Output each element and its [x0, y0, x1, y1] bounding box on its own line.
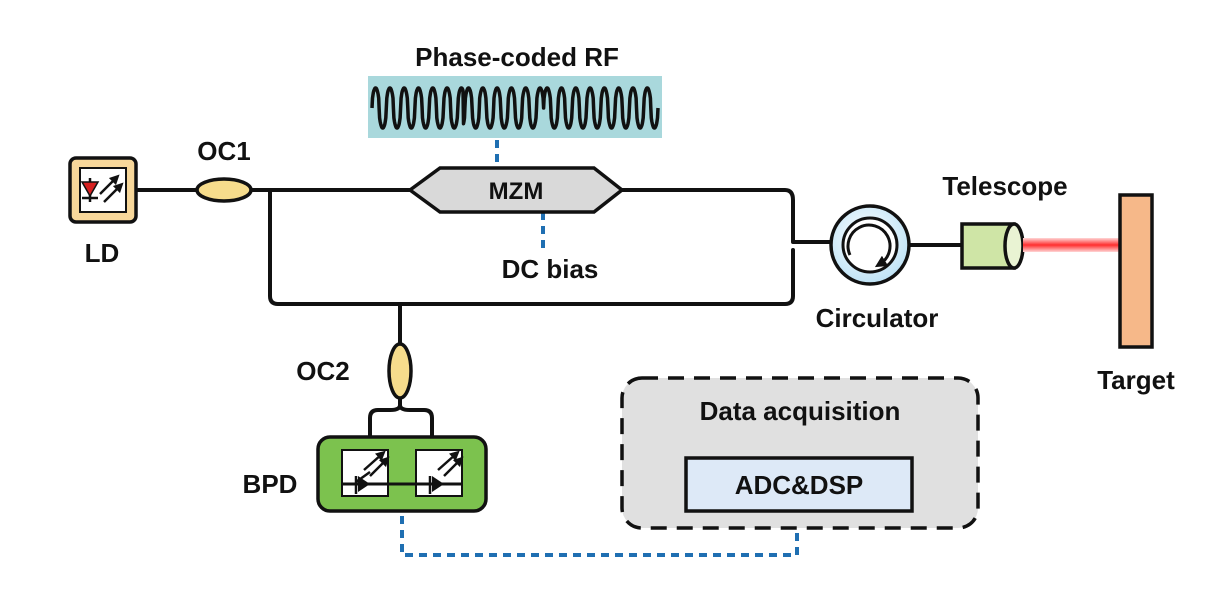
mzm-modulator[interactable]: MZM	[407, 166, 625, 214]
data-acquisition-box[interactable]: Data acquisition ADC&DSP	[620, 376, 980, 530]
oc1-label: OC1	[197, 136, 250, 166]
photodiode-icon	[415, 449, 464, 497]
target[interactable]: Target	[1097, 193, 1175, 395]
coupler-oc1[interactable]: OC1	[195, 136, 253, 203]
balanced-photodetector[interactable]: BPD	[243, 435, 488, 513]
fiber-paths	[136, 188, 964, 442]
laser-beam	[1023, 238, 1120, 252]
ld-label: LD	[85, 238, 120, 268]
laser-diode[interactable]: LD	[68, 156, 138, 268]
telescope[interactable]: Telescope	[942, 171, 1068, 270]
laser-diode-icon	[80, 174, 124, 203]
circulator-label: Circulator	[816, 303, 939, 333]
daq-label: Data acquisition	[700, 396, 901, 426]
adc-label: ADC&DSP	[735, 470, 864, 500]
photodiode-icon	[341, 449, 390, 497]
coupler-oc2[interactable]: OC2	[296, 342, 413, 400]
bpd-label: BPD	[243, 469, 298, 499]
rf-waveform	[370, 86, 660, 130]
dc-bias-label: DC bias	[502, 254, 599, 284]
mzm-label: MZM	[489, 178, 544, 205]
electrical-paths	[400, 140, 799, 557]
oc2-label: OC2	[296, 356, 349, 386]
rf-signal: Phase-coded RF	[368, 42, 662, 138]
rf-label: Phase-coded RF	[415, 42, 619, 72]
telescope-label: Telescope	[942, 171, 1067, 201]
circulator-arrow-icon	[846, 223, 892, 268]
circulator[interactable]: Circulator	[816, 204, 939, 333]
adc-dsp-box[interactable]	[684, 456, 914, 513]
target-label: Target	[1097, 365, 1175, 395]
